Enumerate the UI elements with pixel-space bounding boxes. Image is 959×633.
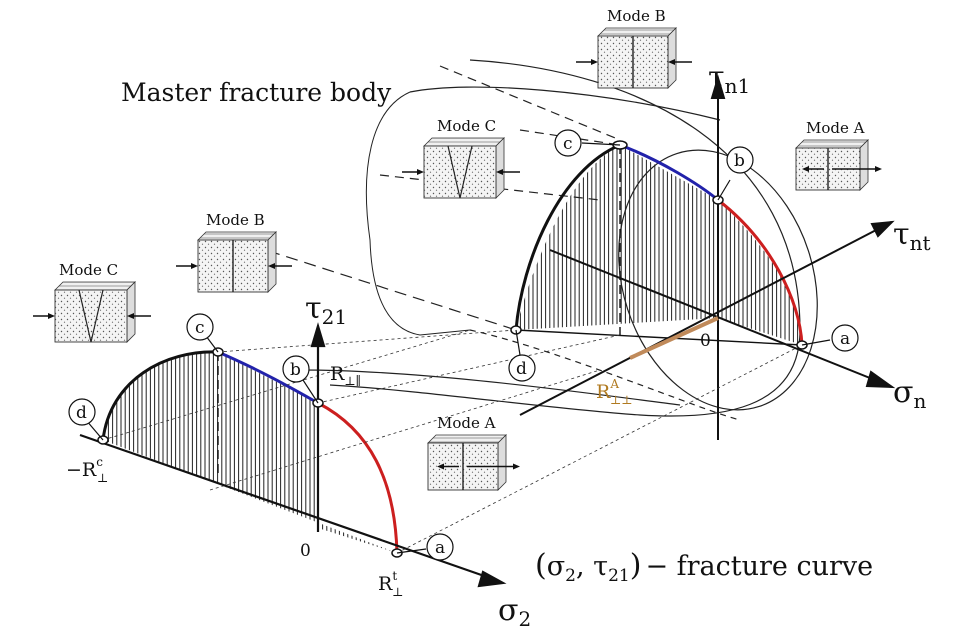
mode-b-left-label: Mode B — [206, 211, 265, 229]
curve-2d-mode-a — [318, 403, 397, 553]
point-2d-d-label: d — [76, 403, 87, 423]
outer-envelope — [330, 60, 800, 416]
r-a-perp-perp-label: RA⊥⊥ — [596, 377, 633, 407]
sigma-n-arrow — [867, 372, 892, 387]
fracture-curve-caption: (σ2, τ21)− fracture curve — [535, 548, 873, 586]
tau21-label: τ21 — [305, 291, 347, 329]
point-3d-d-label: d — [516, 359, 527, 379]
r-perp-par-label: R⊥∥ — [330, 363, 361, 388]
mode-a-left-label: Mode A — [437, 414, 496, 432]
mode-a-left-specimen — [428, 435, 520, 490]
mode-b-right-specimen — [576, 28, 692, 88]
tau-n1-label: τn1 — [708, 60, 750, 98]
mode-b-right-label: Mode B — [607, 7, 666, 25]
mode-c-left-specimen — [33, 282, 151, 342]
section-3d-hatch — [512, 135, 802, 360]
tau21-arrow — [312, 326, 324, 346]
point-3d-a-label: a — [840, 329, 850, 349]
origin-2d-label: 0 — [300, 541, 311, 561]
point-2d-c-label: c — [195, 318, 205, 338]
mode-b-left-specimen — [176, 232, 292, 292]
diagram-title: Master fracture body — [121, 78, 392, 107]
sigma-n-axis — [550, 250, 880, 382]
mode-c-left-label: Mode C — [59, 261, 118, 279]
mode-a-right-label: Mode A — [806, 119, 865, 137]
tau-nt-axis — [520, 228, 880, 415]
sigma2-arrow — [479, 572, 503, 586]
point-3d-b-label: b — [734, 151, 745, 171]
point-2d-a-label: a — [435, 538, 445, 558]
mode-c-right-specimen — [402, 138, 520, 198]
mode-a-right-specimen — [796, 140, 882, 190]
tau-nt-arrow — [872, 222, 892, 236]
r-perp-c-label: −Rc⊥ — [66, 455, 108, 485]
tau-nt-label: τnt — [893, 217, 931, 255]
sigma-n-label: σn — [893, 375, 926, 413]
sigma2-label: σ2 — [498, 593, 531, 631]
dashed-generator-4 — [250, 245, 516, 330]
origin-3d-label: 0 — [700, 331, 711, 351]
point-2d-b-label: b — [290, 360, 301, 380]
curve-3d-mode-b — [620, 145, 718, 200]
r-perp-t-label: Rt⊥ — [378, 569, 403, 599]
mode-c-right-label: Mode C — [437, 117, 496, 135]
point-3d-c-label: c — [563, 134, 573, 154]
